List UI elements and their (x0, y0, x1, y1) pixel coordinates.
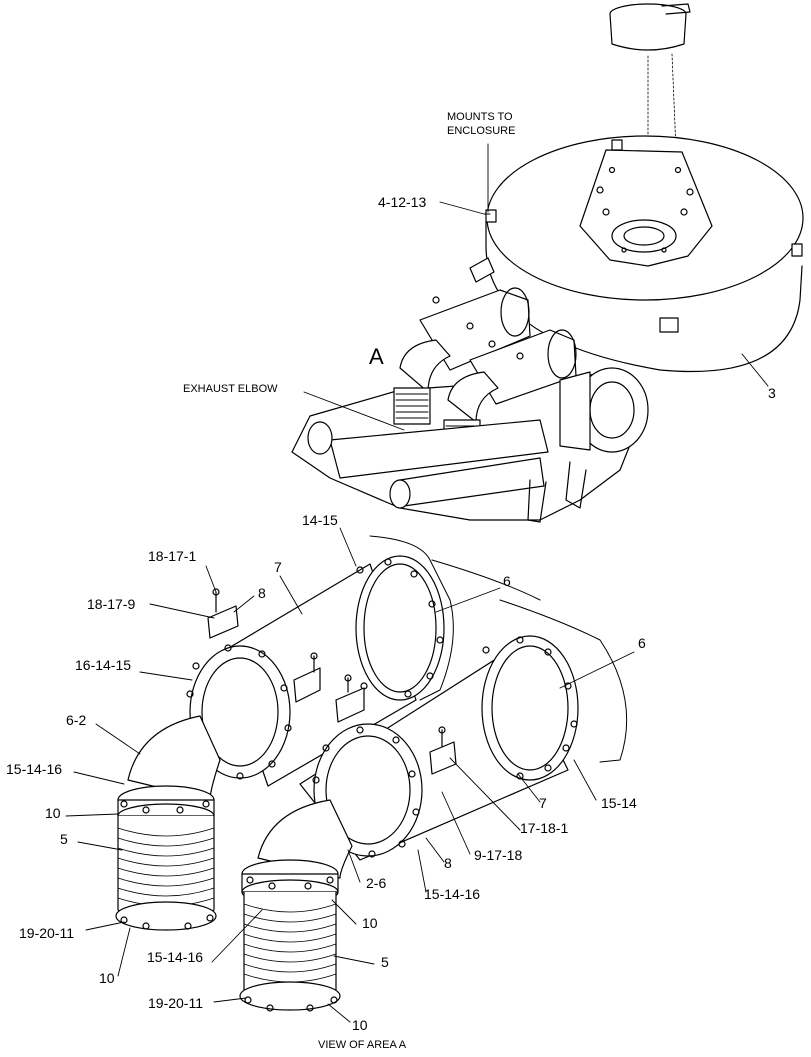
callout-6-right: 6 (638, 635, 646, 651)
callout-16-14-15: 16-14-15 (75, 657, 132, 673)
callout-5-left: 5 (60, 831, 68, 847)
mounts-to-label-line1: MOUNTS TO (447, 111, 513, 123)
callout-8-mid: 8 (444, 855, 452, 871)
top-assembly (291, 3, 804, 523)
callout-15-14-16-mid: 15-14-16 (424, 886, 481, 902)
silencer-drum (485, 135, 804, 373)
callout-3: 3 (768, 385, 776, 401)
callout-9-17-18: 9-17-18 (474, 847, 523, 863)
callout-6-2: 6-2 (66, 712, 87, 728)
leader-lines-top (303, 143, 769, 431)
callout-15-14: 15-14 (601, 795, 637, 811)
callout-5-right: 5 (381, 954, 389, 970)
callout-18-17-9: 18-17-9 (87, 596, 136, 612)
area-a-marker: A (369, 344, 384, 369)
view-caption: VIEW OF AREA A (318, 1039, 407, 1051)
upper-elbow-bellows (115, 715, 221, 931)
callout-15-14-16-low: 15-14-16 (147, 949, 204, 965)
rain-cap (609, 3, 691, 151)
mounts-to-label-line2: ENCLOSURE (447, 125, 516, 137)
callout-10-bottom-left: 10 (99, 970, 115, 986)
engine-manifold (291, 257, 649, 523)
callout-2-6: 2-6 (366, 875, 387, 891)
callout-10-bottom: 10 (352, 1017, 368, 1033)
lower-elbow-bellows (239, 799, 353, 1012)
callout-7-right: 7 (539, 795, 547, 811)
callout-17-18-1: 17-18-1 (520, 820, 569, 836)
callout-10-mid: 10 (362, 915, 378, 931)
callout-19-20-11-left: 19-20-11 (19, 925, 75, 941)
callout-6-top: 6 (503, 573, 511, 589)
exhaust-elbow-label: EXHAUST ELBOW (183, 383, 278, 395)
callout-18-17-1: 18-17-1 (148, 548, 197, 564)
callout-7-top: 7 (274, 559, 282, 575)
hangers (207, 588, 457, 775)
callout-14-15: 14-15 (302, 512, 338, 528)
callout-19-20-11-right: 19-20-11 (148, 995, 204, 1011)
callout-8-top: 8 (258, 585, 266, 601)
leader-lines-detail (65, 527, 635, 1023)
callout-10-left: 10 (45, 805, 61, 821)
callout-4-12-13: 4-12-13 (378, 194, 427, 210)
callout-15-14-16-left: 15-14-16 (6, 761, 63, 777)
detail-view-a (65, 527, 635, 1023)
